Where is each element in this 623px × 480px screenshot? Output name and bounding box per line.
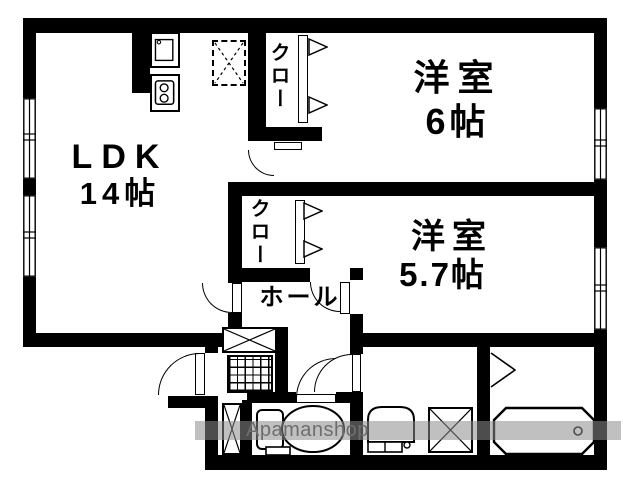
window-icon [23,195,36,277]
watermark-band [195,421,621,440]
wall-washroom-left-upper [350,333,363,354]
wall-toilet-top-left [247,392,296,403]
wall-kitchen-stub [132,32,150,93]
bedroom6-door-leaf [274,142,302,150]
bedroom57-door-leaf [340,282,350,314]
wall-entrance-top [205,347,218,353]
bedroom6-room-label: 洋室 [413,57,502,98]
hall-label: ホール [259,284,341,311]
wall-kitchen-closet-divider [248,33,266,141]
refrigerator-space-icon [212,40,246,86]
entrance-door-arc [158,353,200,395]
wall-top [23,18,607,33]
sink-icon [150,32,180,68]
stove-icon [150,74,180,112]
wall-porch-stub [168,396,218,408]
wall-toilet-top-right [336,392,355,403]
wall-hall-right-mid [350,314,363,333]
washroom-door-arc [314,354,352,392]
wall-left-upper [23,33,36,98]
washroom-door-leaf [352,354,361,392]
wall-right-middle [594,180,607,247]
wall-hall-right-stub [350,268,363,280]
window-icon [23,98,36,179]
bedroom6-door-arc [248,150,274,176]
ldk-door-leaf [232,283,242,313]
wall-left-lower [23,277,36,347]
bedroom57-room-label: 洋室 [411,218,493,256]
wall-right-upper [594,33,607,108]
window-icon [594,247,607,330]
wall-left-between-windows [23,179,36,195]
wall-closet-top-bottom [248,127,322,141]
wall-genkan-right [275,327,288,392]
window-icon [594,108,607,180]
folding-door-icon [303,240,323,258]
folding-door-icon [303,202,323,220]
wall-washroom-top [363,333,594,347]
wall-closet-middle-bottom [228,268,310,282]
bedroom57-size-label: 5.7帖 [399,256,486,293]
closet-middle-door-leaf [295,200,305,264]
folding-door-icon [308,96,328,114]
ldk-door-arc [202,283,232,313]
watermark-text: Apamanshop [246,419,369,441]
closet-middle-label: クロー [247,198,269,267]
genkan-tile-grid-icon [227,355,273,393]
bath-folding-door-icon [490,352,516,388]
closet-top-label: クロー [267,42,289,111]
wall-hall-left-upper [228,196,242,283]
shoe-cabinet-icon [222,327,277,353]
ldk-room-label: LDK [71,138,169,176]
bedroom6-size-label: 6帖 [425,101,490,142]
wall-ldk-bottom [23,333,222,347]
ldk-size-label: 14帖 [79,176,161,211]
wall-room-divider [228,182,607,196]
closet-top-door-leaf [298,35,308,123]
wall-bottom [205,455,607,470]
folding-door-icon [308,38,328,56]
